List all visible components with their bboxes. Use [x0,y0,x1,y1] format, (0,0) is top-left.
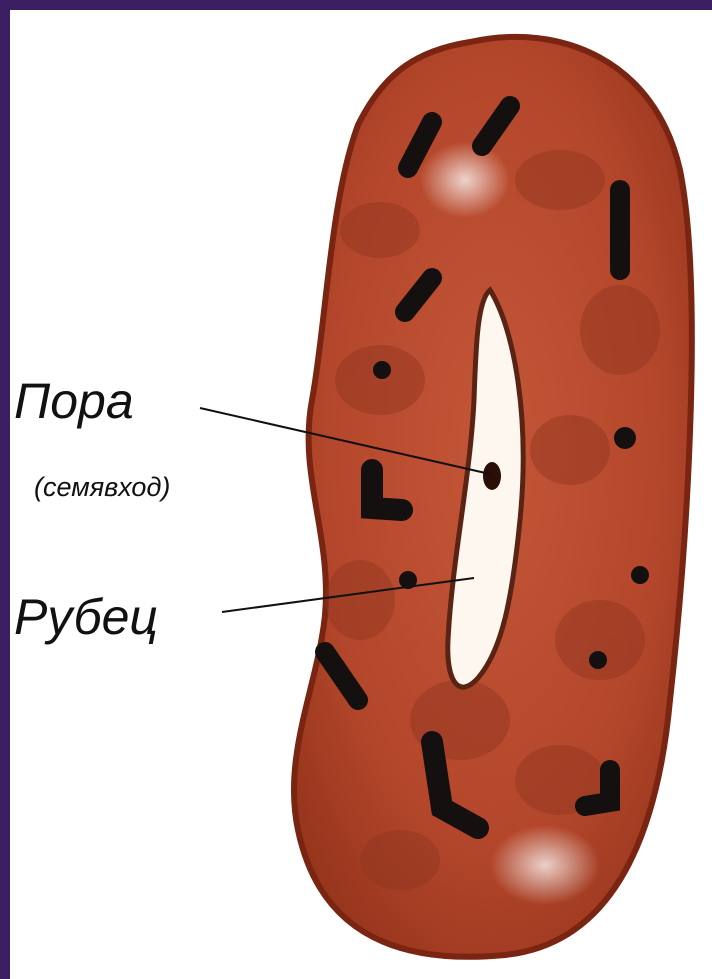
label-rubets: Рубец [14,588,158,646]
label-pora-note: (семявход) [34,472,170,503]
seed-highlight-bottom [490,825,600,905]
seed-highlight-top [420,142,510,218]
label-pora: Пора [14,372,134,430]
micropyle [483,462,501,490]
slide-canvas: Пора (семявход) Рубец [10,10,712,979]
